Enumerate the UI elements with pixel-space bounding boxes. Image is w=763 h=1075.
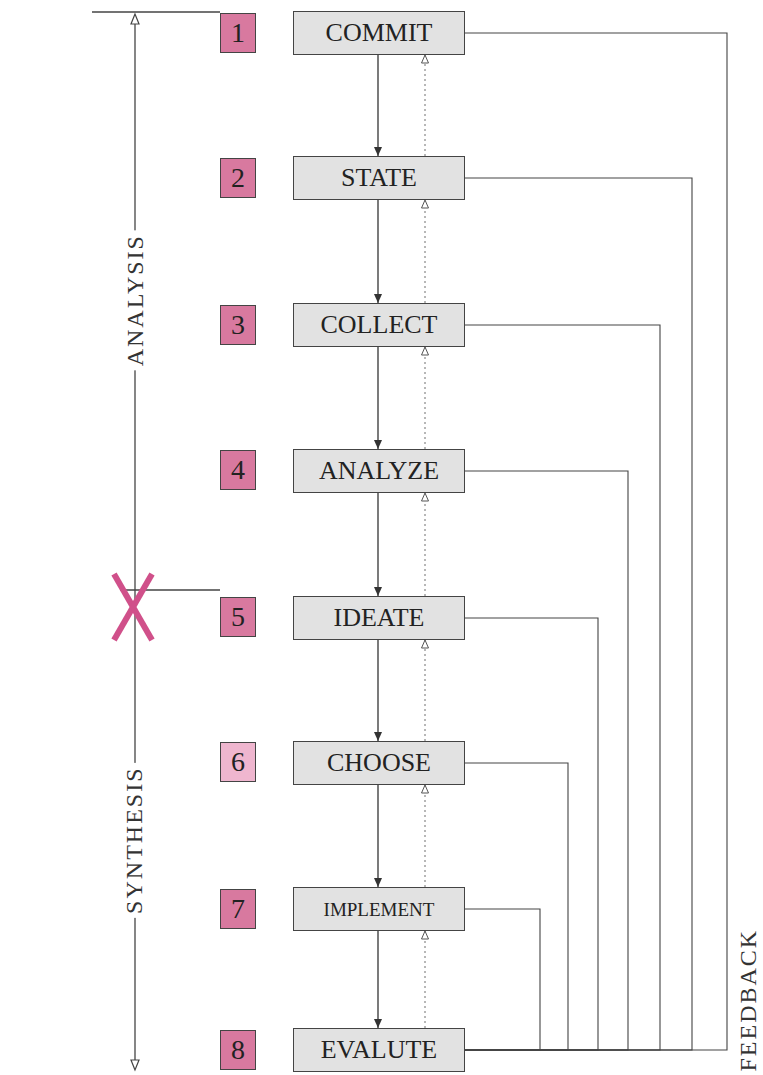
step-number: 3	[231, 311, 245, 339]
process-box: IDEATE	[293, 596, 465, 640]
step-label: STATE	[341, 165, 417, 191]
step-label: CHOOSE	[327, 750, 431, 776]
step-number: 5	[231, 603, 245, 631]
return-arrow	[424, 640, 425, 741]
number-badge: 3	[220, 305, 256, 345]
process-box: EVALUTE	[293, 1028, 465, 1072]
step-number: 7	[231, 895, 245, 923]
feedback-label: FEEDBACK	[735, 925, 761, 1075]
return-arrow	[424, 200, 425, 303]
return-arrow	[424, 931, 425, 1028]
number-badge: 1	[220, 13, 256, 53]
axis-arrowhead	[131, 1060, 139, 1070]
step-number: 2	[231, 164, 245, 192]
step-label: COMMIT	[326, 20, 433, 46]
flow-arrow	[377, 640, 378, 741]
feedback-line	[465, 33, 727, 1050]
step-label: EVALUTE	[321, 1037, 438, 1063]
step-number: 8	[231, 1036, 245, 1064]
flow-arrow	[377, 55, 378, 156]
number-badge: 6	[220, 742, 256, 782]
feedback-line	[465, 763, 568, 1050]
number-badge: 2	[220, 158, 256, 198]
step-number: 6	[231, 748, 245, 776]
process-box: COLLECT	[293, 303, 465, 347]
return-arrow	[424, 347, 425, 449]
feedback-line	[465, 325, 660, 1050]
process-box: IMPLEMENT	[293, 887, 465, 931]
number-badge: 8	[220, 1030, 256, 1070]
number-badge: 5	[220, 597, 256, 637]
axis-arrowhead	[131, 14, 139, 24]
phase-label: ANALYSIS	[122, 230, 148, 370]
flow-arrow	[377, 785, 378, 887]
flow-arrow	[377, 931, 378, 1028]
process-box: STATE	[293, 156, 465, 200]
cross-mark	[114, 574, 152, 640]
number-badge: 4	[220, 450, 256, 490]
step-label: IMPLEMENT	[324, 900, 435, 919]
step-number: 1	[231, 19, 245, 47]
process-box: ANALYZE	[293, 449, 465, 493]
feedback-line	[465, 618, 598, 1050]
phase-label: SYNTHESIS	[122, 762, 148, 917]
process-box: CHOOSE	[293, 741, 465, 785]
flow-arrow	[377, 200, 378, 303]
step-label: IDEATE	[334, 605, 425, 631]
return-arrow	[424, 55, 425, 156]
return-arrow	[424, 785, 425, 887]
process-box: COMMIT	[293, 11, 465, 55]
axis-tick	[92, 11, 220, 12]
feedback-line	[465, 471, 628, 1050]
feedback-line	[465, 909, 540, 1050]
flow-arrow	[377, 493, 378, 596]
flow-arrow	[377, 347, 378, 449]
step-label: ANALYZE	[319, 458, 439, 484]
divider-tick	[120, 589, 220, 590]
step-number: 4	[231, 456, 245, 484]
feedback-line	[465, 178, 692, 1050]
cross-mark	[114, 574, 152, 640]
return-arrow	[424, 493, 425, 596]
number-badge: 7	[220, 889, 256, 929]
step-label: COLLECT	[321, 312, 438, 338]
